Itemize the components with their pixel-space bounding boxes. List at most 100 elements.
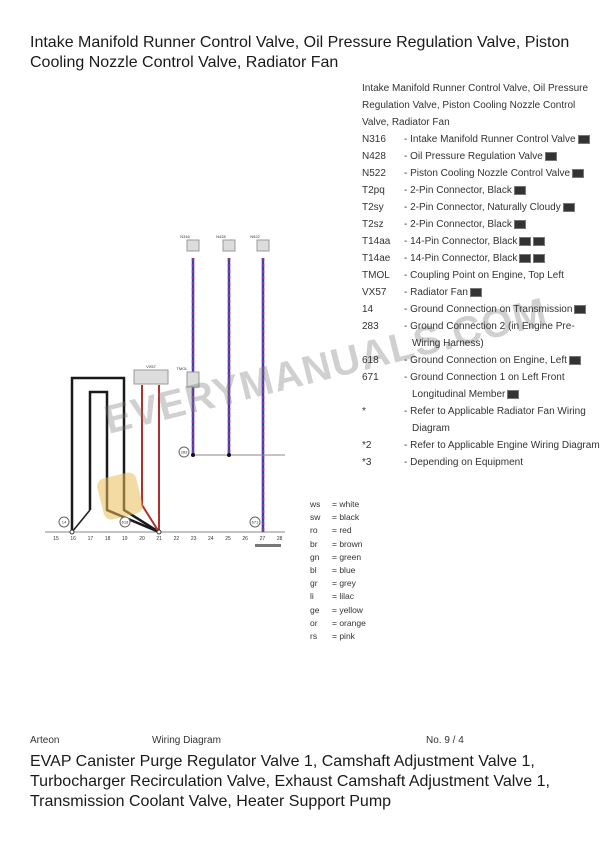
pin-number: 15 — [53, 536, 59, 542]
color-abbr: rs — [310, 631, 318, 642]
color-name: red — [339, 525, 352, 536]
wire-color-item: ge= yellow — [310, 604, 366, 617]
junction-dot — [191, 453, 195, 457]
terminal — [69, 529, 75, 535]
color-abbr: ro — [310, 525, 318, 536]
photo-icon — [533, 236, 546, 246]
legend-desc: - 14-Pin Connector, Black — [402, 250, 602, 267]
wire-color-item: ro= red — [310, 524, 366, 537]
photo-icon — [507, 389, 520, 399]
page-title: Intake Manifold Runner Control Valve, Oi… — [30, 34, 570, 71]
ground-connection — [58, 516, 70, 528]
legend-desc-text: 2-Pin Connector, Naturally Cloudy — [410, 202, 561, 213]
legend-heading: Intake Manifold Runner Control Valve, Oi… — [362, 83, 589, 128]
legend-desc-text: Refer to Applicable Engine Wiring Diagra… — [410, 440, 600, 451]
legend-desc-text: Refer to Applicable Radiator Fan Wiring … — [410, 406, 586, 434]
photo-icon — [572, 168, 585, 178]
legend-desc: - 2-Pin Connector, Black — [402, 182, 602, 199]
pin-number: 24 — [208, 536, 214, 542]
diagram-id — [255, 544, 281, 547]
photo-icon — [574, 304, 587, 314]
legend-desc: - Ground Connection on Transmission — [402, 301, 602, 318]
photo-icon — [519, 236, 532, 246]
legend-desc-text: Ground Connection on Transmission — [410, 304, 573, 315]
legend-desc: - Piston Cooling Nozzle Control Valve — [402, 165, 602, 182]
legend-desc-text: Ground Connection on Engine, Left — [410, 355, 567, 366]
footer-page: No. 9 / 4 — [426, 735, 464, 746]
legend-desc: - Coupling Point on Engine, Top Left — [404, 270, 564, 281]
component-label-tmol: TMOL — [176, 366, 188, 371]
legend-desc: - Depending on Equipment — [404, 457, 523, 468]
legend-item: 671- Ground Connection 1 on Left Front L… — [362, 369, 602, 403]
legend-desc: - 2-Pin Connector, Black — [402, 216, 602, 233]
wire-color-item: rs= pink — [310, 630, 366, 643]
legend-desc: - Ground Connection 2 (in Engine Pre-Wir… — [404, 321, 575, 349]
color-abbr: bl — [310, 565, 317, 576]
color-abbr: li — [310, 591, 314, 602]
photo-icon — [568, 355, 581, 365]
color-name: white — [339, 499, 360, 509]
legend-desc: - Refer to Applicable Radiator Fan Wirin… — [404, 406, 586, 434]
photo-icon — [513, 219, 526, 229]
pin-number: 16 — [70, 536, 76, 542]
color-name: blue — [339, 565, 356, 576]
pin-number: 20 — [139, 536, 145, 542]
photo-icon — [519, 253, 532, 263]
legend-desc: - Ground Connection on Engine, Left — [402, 352, 602, 369]
legend-code: T14aa — [362, 236, 391, 247]
legend-desc-text: Ground Connection 2 (in Engine Pre-Wirin… — [410, 321, 575, 349]
legend-code: 283 — [362, 321, 379, 332]
legend-item: TMOL - Coupling Point on Engine, Top Left — [362, 267, 602, 284]
component-label: N316 — [180, 234, 190, 239]
legend-code: 618 — [362, 355, 379, 366]
wire-black-link — [71, 509, 91, 533]
wire-color-item: sw= black — [310, 511, 366, 524]
wire-color-item: ws= white — [310, 498, 366, 511]
color-abbr: gr — [310, 578, 318, 589]
pin-number: 22 — [174, 536, 180, 542]
legend-code: *2 — [362, 440, 372, 451]
pin-number: 18 — [105, 536, 111, 542]
legend-desc-text: Coupling Point on Engine, Top Left — [410, 270, 564, 281]
legend-desc-text: Oil Pressure Regulation Valve — [410, 151, 543, 162]
legend-code: T2sy — [362, 202, 384, 213]
component-legend: Intake Manifold Runner Control Valve, Oi… — [362, 80, 602, 471]
junction-dot — [227, 453, 231, 457]
legend-item: N428- Oil Pressure Regulation Valve — [362, 148, 602, 165]
legend-code: TMOL — [362, 270, 390, 281]
color-abbr: ws — [310, 499, 321, 509]
color-abbr: br — [310, 538, 318, 549]
legend-item: T14aa- 14-Pin Connector, Black — [362, 233, 602, 250]
photo-icon — [513, 185, 526, 195]
legend-item: *3 - Depending on Equipment — [362, 454, 602, 471]
color-name: pink — [339, 631, 355, 642]
legend-code: T2sz — [362, 219, 384, 230]
legend-code: *3 — [362, 457, 372, 468]
terminal — [156, 529, 162, 535]
ground-connection — [178, 446, 190, 458]
legend-desc: - 2-Pin Connector, Naturally Cloudy — [402, 199, 602, 216]
color-name: orange — [339, 617, 366, 628]
legend-code: T2pq — [362, 185, 385, 196]
legend-desc-text: 14-Pin Connector, Black — [410, 253, 518, 264]
footer-model: Arteon — [30, 735, 60, 746]
legend-code: * — [362, 406, 366, 417]
ground-label: 618 — [122, 520, 129, 525]
legend-desc-text: 14-Pin Connector, Black — [410, 236, 518, 247]
wire-color-item: gn= green — [310, 551, 366, 564]
legend-item: T2sy - 2-Pin Connector, Naturally Cloudy — [362, 199, 602, 216]
photo-icon — [544, 151, 557, 161]
ground-label: 671 — [252, 520, 259, 525]
color-abbr: sw — [310, 512, 321, 523]
wire-color-item: or= orange — [310, 617, 366, 630]
valve-component — [256, 239, 270, 252]
color-name: brown — [339, 538, 363, 549]
legend-desc: - Intake Manifold Runner Control Valve — [402, 131, 602, 148]
ground-label: 283 — [181, 450, 188, 455]
legend-desc-text: Radiator Fan — [410, 287, 468, 298]
color-abbr: or — [310, 617, 318, 628]
wire-color-item: bl= blue — [310, 564, 366, 577]
pin-number: 25 — [225, 536, 231, 542]
component-vx57 — [133, 369, 169, 385]
legend-code: N428 — [362, 151, 386, 162]
